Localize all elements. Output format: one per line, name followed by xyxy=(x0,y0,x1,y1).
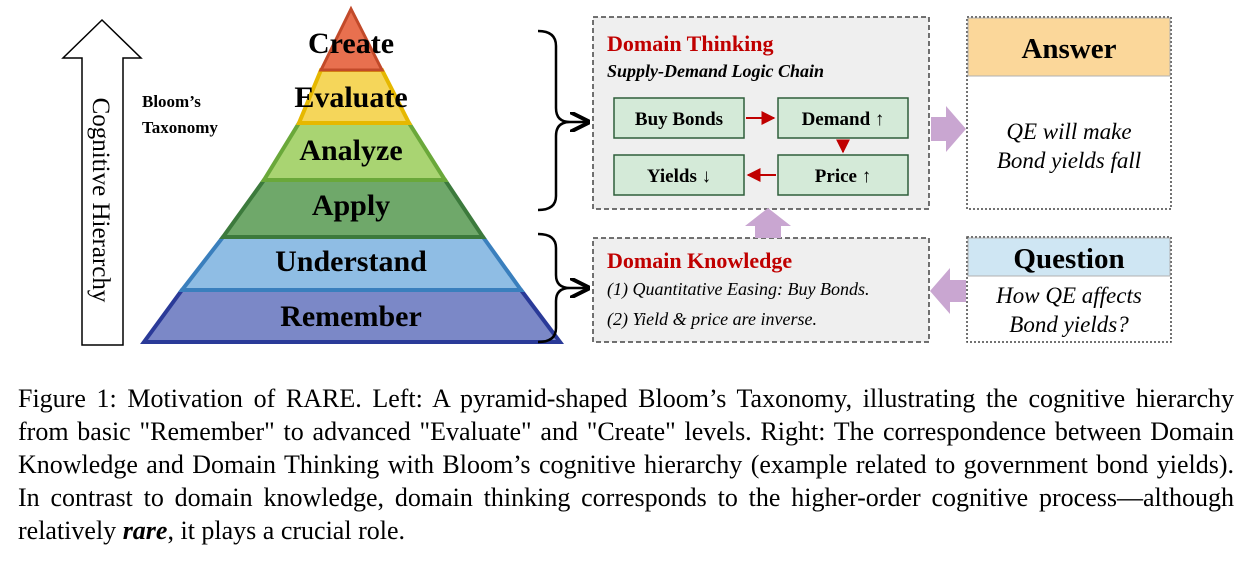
node-buy-bonds-label: Buy Bonds xyxy=(635,109,723,130)
answer-line2: Bond yields fall xyxy=(997,148,1141,173)
question-line2: Bond yields? xyxy=(1009,312,1129,337)
caption-text-end: , it plays a crucial role. xyxy=(167,516,405,545)
answer-panel: Answer QE will make Bond yields fall xyxy=(966,16,1172,210)
node-price-label: Price ↑ xyxy=(815,166,871,187)
answer-line1: QE will make xyxy=(1006,119,1131,144)
question-header-label: Question xyxy=(1013,243,1124,275)
node-yields xyxy=(613,154,745,196)
question-line1: How QE affects xyxy=(995,283,1142,308)
answer-header-label: Answer xyxy=(1021,33,1116,65)
domain-thinking-panel: Domain Thinking Supply-Demand Logic Chai… xyxy=(592,16,930,210)
purple-arrow-right xyxy=(931,106,966,152)
domain-knowledge-item1: (1) Quantitative Easing: Buy Bonds. xyxy=(607,279,869,300)
node-demand-label: Demand ↑ xyxy=(802,109,885,130)
domain-knowledge-item2: (2) Yield & price are inverse. xyxy=(607,309,817,330)
domain-knowledge-title: Domain Knowledge xyxy=(607,248,792,273)
level-label-create: Create xyxy=(308,27,394,60)
caption-emphasis: rare xyxy=(122,516,168,545)
caption-text: Figure 1: Motivation of RARE. Left: A py… xyxy=(18,384,1234,545)
brace-upper xyxy=(537,29,588,212)
level-label-understand: Understand xyxy=(275,245,427,278)
level-label-analyze: Analyze xyxy=(299,134,402,167)
node-yields-label: Yields ↓ xyxy=(647,166,711,187)
node-demand xyxy=(777,97,909,139)
figure-caption: Figure 1: Motivation of RARE. Left: A py… xyxy=(18,382,1234,547)
node-price xyxy=(777,154,909,196)
question-panel: Question How QE affects Bond yields? xyxy=(966,236,1172,343)
cognitive-hierarchy-label: Cognitive Hierarchy xyxy=(87,98,114,303)
purple-arrow-left xyxy=(930,268,966,314)
domain-thinking-title: Domain Thinking xyxy=(607,31,774,56)
brace-lower xyxy=(537,232,588,344)
pyramid-level-create xyxy=(318,5,385,72)
cognitive-hierarchy-arrow: Cognitive Hierarchy xyxy=(61,18,143,346)
question-header xyxy=(967,237,1171,277)
figure-diagram: Cognitive Hierarchy Bloom’s Taxonomy Cre… xyxy=(61,5,1172,346)
blooms-taxonomy-label-line2: Taxonomy xyxy=(142,118,218,137)
blooms-taxonomy-label-line1: Bloom’s xyxy=(142,92,201,111)
purple-arrow-up xyxy=(745,208,791,238)
level-label-remember: Remember xyxy=(280,300,422,333)
node-buy-bonds xyxy=(613,97,745,139)
answer-header xyxy=(967,17,1171,77)
domain-thinking-subtitle: Supply-Demand Logic Chain xyxy=(607,61,824,81)
level-label-apply: Apply xyxy=(312,189,390,222)
level-label-evaluate: Evaluate xyxy=(294,81,407,114)
domain-knowledge-panel: Domain Knowledge (1) Quantitative Easing… xyxy=(592,237,930,343)
blooms-pyramid: Create Evaluate Analyze Apply Understand… xyxy=(140,5,564,344)
